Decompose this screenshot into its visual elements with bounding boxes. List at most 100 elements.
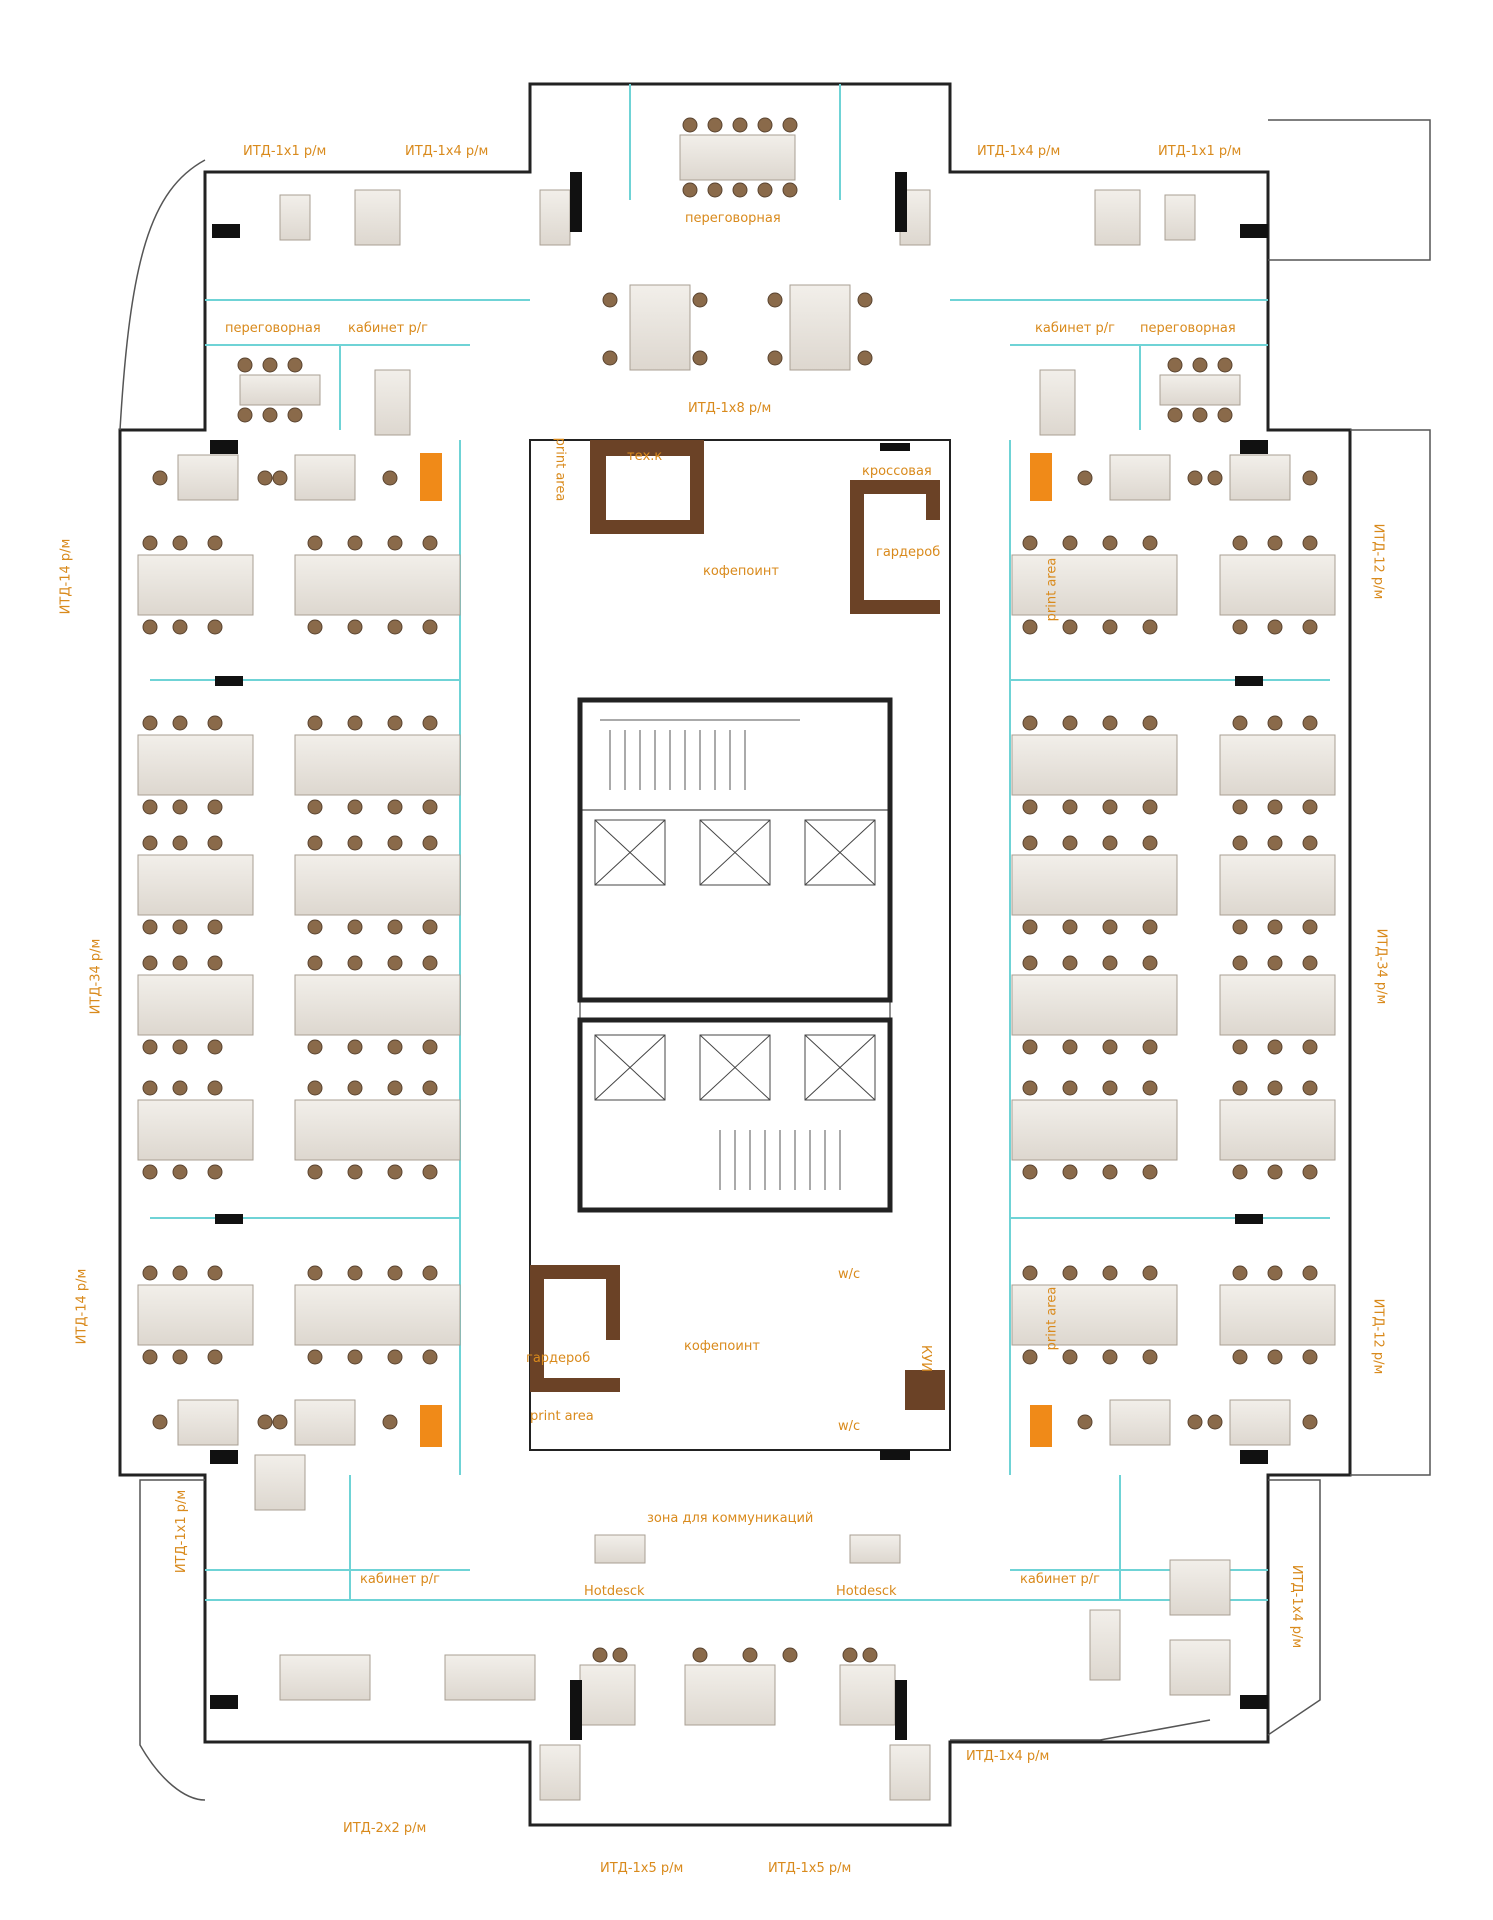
chair bbox=[307, 955, 323, 971]
label-print-area-right-top: print area bbox=[1044, 557, 1060, 622]
chair bbox=[1022, 955, 1038, 971]
chair bbox=[1102, 535, 1118, 551]
chair bbox=[1267, 919, 1283, 935]
desk bbox=[294, 734, 461, 796]
chair bbox=[1302, 835, 1318, 851]
chair bbox=[347, 1039, 363, 1055]
desk bbox=[294, 1399, 356, 1446]
chair bbox=[1102, 715, 1118, 731]
chair bbox=[1022, 919, 1038, 935]
chair bbox=[1102, 1080, 1118, 1096]
chair bbox=[1167, 357, 1183, 373]
chair bbox=[1022, 799, 1038, 815]
chair bbox=[732, 117, 748, 133]
label-wc-bottom: w/c bbox=[838, 1419, 861, 1434]
chair bbox=[1142, 1039, 1158, 1055]
chair bbox=[757, 117, 773, 133]
chair bbox=[387, 1265, 403, 1281]
label-meeting-room-left: переговорная bbox=[225, 321, 321, 336]
desk bbox=[177, 454, 239, 501]
chair bbox=[257, 470, 273, 486]
chair bbox=[782, 117, 798, 133]
chair bbox=[1062, 1265, 1078, 1281]
desk bbox=[1219, 974, 1336, 1036]
chair bbox=[1022, 715, 1038, 731]
chair bbox=[207, 715, 223, 731]
chair bbox=[1142, 835, 1158, 851]
chair bbox=[1232, 955, 1248, 971]
desk bbox=[279, 1654, 371, 1701]
label-ita-1x5-right: ИТД-1х5 р/м bbox=[768, 1861, 852, 1876]
chair bbox=[1232, 619, 1248, 635]
chair bbox=[387, 955, 403, 971]
chair bbox=[1102, 1039, 1118, 1055]
label-locker-room: кроссовая bbox=[862, 464, 932, 479]
label-ita-12-right-bottom: ИТД-12 р/м bbox=[1370, 1298, 1386, 1375]
chair bbox=[1062, 619, 1078, 635]
chair bbox=[1142, 1349, 1158, 1365]
chair bbox=[307, 835, 323, 851]
desk bbox=[137, 974, 254, 1036]
label-print-area-bottom: print area bbox=[530, 1409, 594, 1424]
chair bbox=[1267, 955, 1283, 971]
chair bbox=[1022, 835, 1038, 851]
chair bbox=[207, 1080, 223, 1096]
label-ita-34-left: ИТД-34 р/м bbox=[88, 938, 104, 1015]
chair bbox=[347, 1164, 363, 1180]
chair bbox=[207, 535, 223, 551]
chair bbox=[422, 919, 438, 935]
label-ita-12-right-top: ИТД-12 р/м bbox=[1370, 523, 1386, 600]
desk bbox=[539, 1744, 581, 1801]
chair bbox=[347, 619, 363, 635]
chair bbox=[1302, 1265, 1318, 1281]
chair bbox=[1232, 715, 1248, 731]
desk bbox=[254, 1454, 306, 1511]
chair bbox=[422, 1080, 438, 1096]
chair bbox=[1062, 1349, 1078, 1365]
desk bbox=[1094, 189, 1141, 246]
desk bbox=[889, 1744, 931, 1801]
chair bbox=[1232, 799, 1248, 815]
desk bbox=[629, 284, 691, 371]
chair bbox=[347, 715, 363, 731]
desk bbox=[594, 1534, 646, 1564]
chair bbox=[142, 835, 158, 851]
chair bbox=[142, 715, 158, 731]
desk bbox=[1219, 554, 1336, 616]
chair bbox=[1267, 1265, 1283, 1281]
desk bbox=[294, 1284, 461, 1346]
chair bbox=[1142, 619, 1158, 635]
label-hotdesk-right: Hotdesck bbox=[836, 1584, 897, 1599]
desk bbox=[679, 134, 796, 181]
label-kui: КУИ bbox=[917, 1345, 933, 1372]
elevators bbox=[594, 819, 876, 1101]
chair bbox=[592, 1647, 608, 1663]
desk bbox=[294, 974, 461, 1036]
desk bbox=[294, 854, 461, 916]
chair bbox=[272, 470, 288, 486]
chair bbox=[172, 715, 188, 731]
chair bbox=[347, 919, 363, 935]
desks bbox=[137, 134, 1336, 1801]
chair bbox=[1302, 1414, 1318, 1430]
chair bbox=[707, 117, 723, 133]
label-wardrobe-bottom: гардероб bbox=[526, 1351, 591, 1366]
label-print-area-right-bottom: print area bbox=[1044, 1286, 1060, 1351]
chair bbox=[422, 1039, 438, 1055]
chair bbox=[1062, 715, 1078, 731]
chair bbox=[1302, 470, 1318, 486]
desk bbox=[1219, 734, 1336, 796]
chair bbox=[1062, 835, 1078, 851]
chair bbox=[1142, 535, 1158, 551]
chair bbox=[142, 799, 158, 815]
chair bbox=[1232, 1349, 1248, 1365]
chair bbox=[767, 292, 783, 308]
chair bbox=[387, 835, 403, 851]
label-meeting-room-right: переговорная bbox=[1140, 321, 1236, 336]
label-wardrobe-top: гардероб bbox=[876, 545, 941, 560]
chair bbox=[1022, 1265, 1038, 1281]
chair bbox=[382, 1414, 398, 1430]
chair bbox=[767, 350, 783, 366]
chair bbox=[142, 955, 158, 971]
chair bbox=[142, 1349, 158, 1365]
